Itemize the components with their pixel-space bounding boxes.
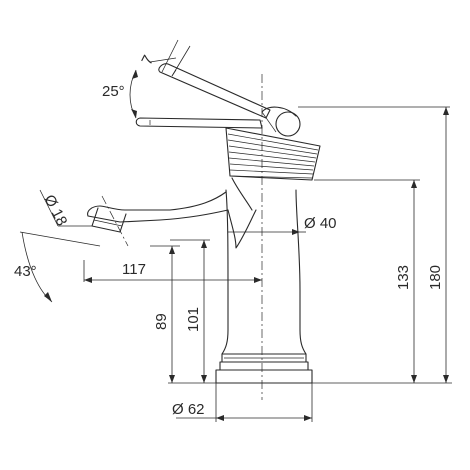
faucet-cartridge (225, 127, 321, 181)
dim-lever-angle: 25° (102, 83, 125, 100)
faucet-body (215, 189, 313, 384)
dim-lever-thickness: 7 (138, 53, 157, 68)
faucet-spout (87, 177, 257, 249)
dim-spout-height-101: 101 (185, 307, 202, 332)
faucet-lever (135, 63, 301, 137)
dimension-lines (19, 39, 452, 422)
dim-overall-height-180: 180 (427, 265, 444, 290)
dim-spout-reach: 117 (122, 261, 146, 278)
dim-aerator-diameter: Ø 18 (40, 192, 70, 229)
dim-body-diameter: Ø 40 (304, 215, 337, 232)
dim-spout-angle: 43° (14, 263, 37, 280)
dim-outlet-height-89: 89 (153, 313, 170, 330)
dim-base-diameter: Ø 62 (172, 401, 205, 418)
dim-body-height-133: 133 (395, 265, 412, 290)
